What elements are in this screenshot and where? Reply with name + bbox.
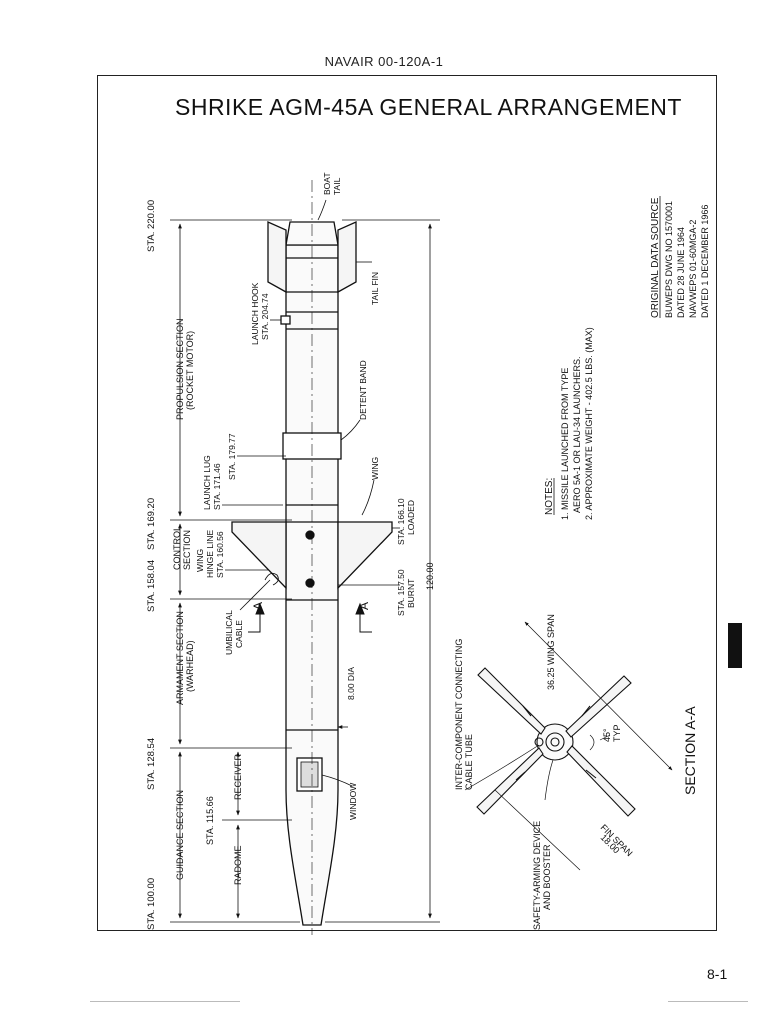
missile-body	[231, 180, 393, 935]
angle-label: 45°	[602, 728, 612, 742]
data-source-line: NAVWEPS 01-60MGA-2	[688, 220, 698, 318]
launch-lug-label: LAUNCH LUG	[202, 455, 212, 510]
note-line: 2. APPROXIMATE WEIGHT - 402.5 LBS. (MAX)	[584, 327, 594, 520]
control-label: CONTROL	[172, 526, 182, 570]
section-view	[476, 621, 673, 871]
radome-label: RADOME	[233, 845, 243, 885]
note-line: AERO 5A-1 OR LAU-34 LAUNCHERS.	[572, 356, 582, 513]
wing-hinge-sta: STA. 160.56	[215, 531, 225, 578]
station-labels: STA. 220.00 STA. 169.20 STA. 158.04 STA.…	[146, 200, 157, 930]
section-markers	[248, 602, 372, 633]
station-lines	[170, 219, 440, 923]
callouts: BOAT TAIL TAIL FIN LAUNCH HOOK STA. 204.…	[195, 172, 416, 820]
umbilical-label: UMBILICAL	[224, 610, 234, 655]
section-a-marker: A	[251, 602, 265, 610]
wing-right	[337, 521, 393, 590]
tail-fin-right	[337, 220, 357, 294]
control-label: SECTION	[182, 530, 192, 570]
loaded-label: LOADED	[406, 500, 416, 535]
cable-tube-label: CABLE TUBE	[464, 734, 474, 790]
wing-label: WING	[370, 457, 380, 480]
station-label: STA. 128.54	[146, 738, 157, 790]
drawing-frame	[97, 75, 717, 931]
notes: NOTES: 1. MISSILE LAUNCHED FROM TYPE AER…	[544, 327, 594, 520]
scan-artifact	[668, 1001, 748, 1002]
station-label: STA. 100.00	[146, 878, 157, 930]
page-tab-marker	[728, 623, 742, 668]
section-a-marker: A	[357, 602, 371, 610]
document-id: NAVAIR 00-120A-1	[324, 54, 444, 69]
detent-band-label: DETENT BAND	[358, 360, 368, 420]
dia-label: 8.00 DIA	[346, 667, 356, 700]
boat-tail-label: BOAT	[322, 172, 332, 195]
burnt-label: BURNT	[406, 579, 416, 608]
data-source-line: DATED 1 DECEMBER 1966	[700, 205, 710, 318]
scan-artifact	[90, 1001, 240, 1002]
angle-label: TYP	[612, 724, 622, 742]
data-source-line: DATED 28 JUNE 1964	[676, 227, 686, 318]
propulsion-label: PROPULSION SECTION	[175, 318, 185, 420]
tail-fin-label: TAIL FIN	[370, 272, 380, 305]
launch-hook-label: LAUNCH HOOK	[250, 282, 260, 345]
tail-fin-left	[267, 220, 287, 294]
page-number: 8-1	[707, 966, 728, 982]
data-source-line: BUWEPS DWG NO 1570001	[664, 201, 674, 318]
station-label: STA. 158.04	[146, 560, 157, 612]
section-wing	[477, 667, 546, 735]
armament-sublabel: (WARHEAD)	[185, 640, 195, 692]
wing-hinge-label: WING	[195, 549, 205, 572]
overall-length: 120.00	[425, 562, 435, 590]
section-view-labels: 36.25 WING SPAN 18.00 FIN SPAN 45° TYP I…	[454, 614, 698, 930]
launch-lug-sta: STA. 171.46	[212, 463, 222, 510]
data-source: ORIGINAL DATA SOURCE BUWEPS DWG NO 15700…	[650, 196, 710, 318]
data-source-heading: ORIGINAL DATA SOURCE	[650, 197, 661, 318]
launch-hook-sta: STA. 204.74	[260, 293, 270, 340]
umbilical-label: CABLE	[234, 620, 244, 648]
sta-115-label: STA. 115.66	[205, 796, 215, 845]
station-label: STA. 220.00	[146, 200, 157, 252]
notes-heading: NOTES:	[544, 478, 555, 515]
armament-label: ARMAMENT SECTION	[175, 611, 185, 705]
propulsion-sublabel: (ROCKET MOTOR)	[185, 331, 195, 410]
section-wing	[566, 745, 636, 817]
station-label: STA. 169.20	[146, 498, 157, 550]
cable-tube-label: INTER-COMPONENT CONNECTING	[454, 639, 464, 790]
sta-179-label: STA. 179.77	[227, 433, 237, 480]
drawing-title: SHRIKE AGM-45A GENERAL ARRANGEMENT	[175, 94, 682, 120]
receiver-label: RECEIVER	[233, 753, 243, 800]
section-title: SECTION A-A	[682, 706, 698, 795]
wing-span-label: 36.25 WING SPAN	[546, 614, 556, 690]
launch-hook	[280, 315, 291, 325]
sta-166-label: STA. 166.10	[396, 498, 406, 545]
safety-device-label: SAFETY-ARMING DEVICE	[532, 821, 542, 930]
note-line: 1. MISSILE LAUNCHED FROM TYPE	[560, 368, 570, 520]
wing-hinge-label: HINGE LINE	[205, 529, 215, 578]
wing-left	[231, 521, 287, 590]
boat-tail-label: TAIL	[332, 177, 342, 195]
guidance-label: GUIDANCE SECTION	[175, 790, 185, 880]
window-label: WINDOW	[348, 783, 358, 820]
section-labels: PROPULSION SECTION (ROCKET MOTOR) CONTRO…	[172, 318, 435, 885]
safety-device-label: AND BOOSTER	[542, 844, 552, 910]
sta-157-label: STA. 157.50	[396, 569, 406, 616]
